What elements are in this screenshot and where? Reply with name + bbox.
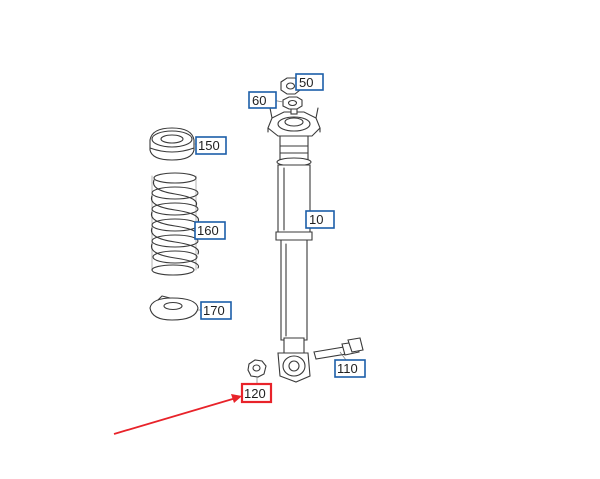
top-washer-drawing [282, 96, 303, 110]
callout-160-label: 160 [197, 223, 219, 238]
bolt-drawing [313, 337, 364, 360]
callout-110-label: 110 [337, 361, 358, 376]
callout-110[interactable]: 110 [334, 359, 366, 378]
callout-170[interactable]: 170 [200, 301, 232, 320]
callout-150-label: 150 [198, 138, 220, 153]
callout-60[interactable]: 60 [248, 91, 277, 109]
callout-120[interactable]: 120 [240, 382, 273, 404]
upper-spring-seat-drawing [149, 127, 195, 161]
lower-spring-seat-drawing [149, 295, 199, 321]
shock-absorber-drawing [267, 99, 321, 383]
coil-spring-drawing [150, 172, 200, 276]
pointer-arrow [113, 394, 242, 435]
callout-160[interactable]: 160 [194, 221, 226, 240]
callout-60-label: 60 [252, 93, 266, 108]
callout-50-label: 50 [299, 75, 313, 90]
callout-50[interactable]: 50 [295, 73, 324, 91]
callout-120-label: 120 [244, 386, 266, 401]
bottom-nut-drawing [247, 359, 267, 378]
callout-10[interactable]: 10 [305, 210, 335, 229]
callout-10-label: 10 [309, 212, 323, 227]
callout-150[interactable]: 150 [195, 136, 227, 155]
callout-170-label: 170 [203, 303, 225, 318]
